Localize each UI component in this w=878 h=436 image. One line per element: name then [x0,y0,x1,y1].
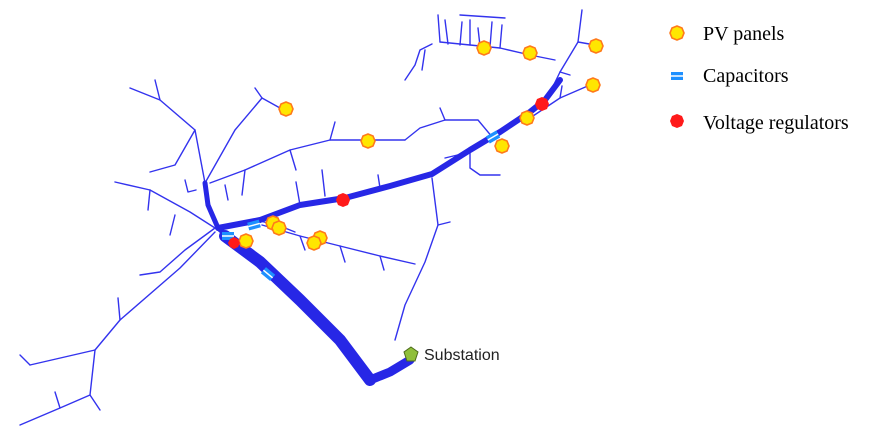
pv-panel-icon [238,233,254,249]
pv-panel-icon [360,133,376,149]
pv-panel-icon [522,45,538,61]
pv-panel-icon [588,38,604,54]
voltage-regulator-icon [228,237,240,249]
capacitor-icon [247,219,261,231]
legend-regulator-label: Voltage regulators [703,112,849,134]
substation: Substation [403,346,500,364]
capacitors [222,130,501,281]
substation-label: Substation [424,347,500,364]
capacitor-icon [671,72,683,80]
pv-panel-icon [271,220,287,236]
lateral-lines [19,9,596,426]
voltage-regulator-icon [336,193,350,207]
legend-pv-label: PV panels [703,23,785,45]
legend: PV panels Capacitors Voltage regulators [669,23,849,134]
pv-panel-icon [494,138,510,154]
capacitor-icon [485,130,501,144]
pv-panel-icon [669,25,685,41]
pv-panel-icon [585,77,601,93]
capacitor-icon [260,267,276,281]
pv-panel-icon [476,40,492,56]
pv-panel-icon [306,235,322,251]
pv-panel-icon [519,110,535,126]
pv-panel-icon [278,101,294,117]
voltage-regulator-icon [535,97,549,111]
legend-capacitor-label: Capacitors [703,65,789,87]
main-feeder [202,77,563,386]
pv-panels [238,38,604,251]
substation-icon [403,346,419,362]
capacitor-icon [222,232,234,240]
voltage-regulators [228,97,549,249]
voltage-regulator-icon [670,114,684,128]
